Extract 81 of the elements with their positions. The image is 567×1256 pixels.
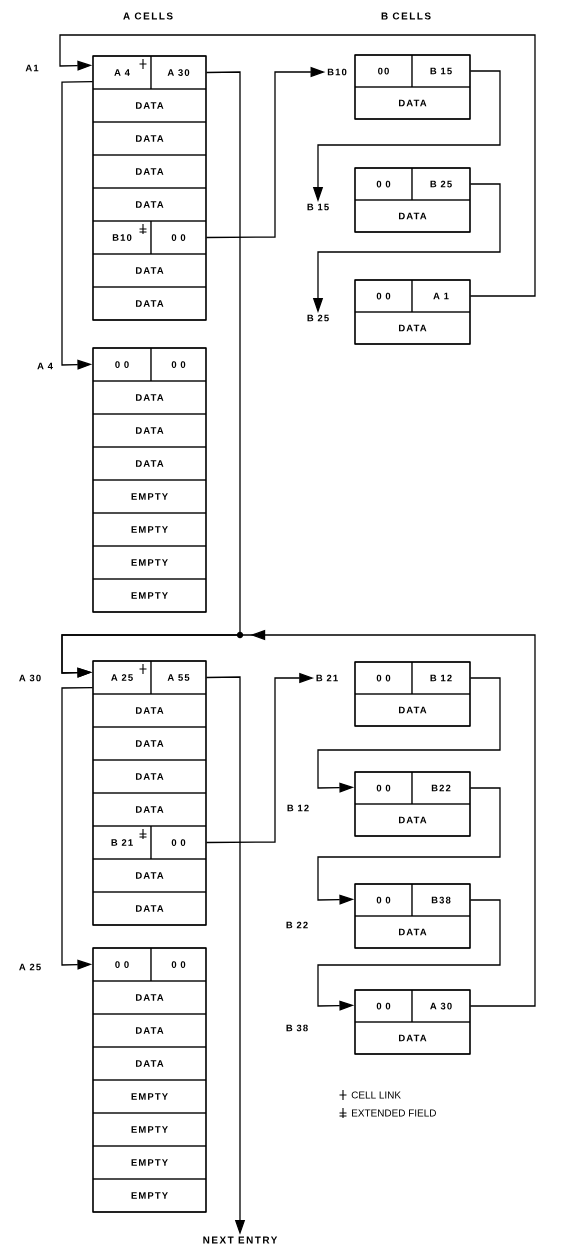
cell-field: A 30 (411, 989, 471, 1023)
cell-field: A 4 (92, 55, 152, 90)
arrow (317, 899, 501, 1011)
cell-field: 0 0 (354, 883, 413, 917)
cell-field: EMPTY (92, 512, 207, 547)
cell-field: DATA (92, 286, 207, 321)
address-label: B10 (327, 68, 347, 76)
cell-field: EMPTY (92, 1079, 207, 1114)
address-label: A 25 (19, 963, 41, 971)
arrow (59, 34, 536, 297)
cell-field: 0 0 (354, 989, 413, 1023)
legend-text: EXTENDED FIELD (352, 1109, 436, 1117)
cell-field: DATA (92, 858, 207, 893)
cell-field: A 55 (150, 660, 207, 695)
cell-field: DATA (354, 199, 471, 233)
cell-field: DATA (354, 86, 471, 120)
cell-field: DATA (92, 253, 207, 288)
cell-field: DATA (92, 1013, 207, 1048)
cell-field: B 15 (411, 54, 471, 88)
cell-field: DATA (354, 1021, 471, 1055)
cell-field: DATA (92, 88, 207, 123)
cell-field: 0 0 (150, 347, 207, 382)
cell-field: DATA (92, 154, 207, 189)
address-label: B 21 (316, 674, 338, 682)
cell-field: B38 (411, 883, 471, 917)
cell-field: EMPTY (92, 1145, 207, 1180)
address-label: B 12 (287, 804, 309, 812)
cell-field: 0 0 (354, 661, 413, 695)
cell-field: DATA (92, 726, 207, 761)
address-label: B 38 (286, 1024, 308, 1032)
column-heading: A CELLS (123, 12, 173, 20)
cell-field: EMPTY (92, 578, 207, 613)
address-label: B 15 (307, 203, 329, 211)
cell-field: DATA (354, 915, 471, 949)
cell-field: 0 0 (354, 279, 413, 313)
cell-field: DATA (354, 311, 471, 345)
arrow (317, 677, 501, 793)
cell-field: 0 0 (150, 825, 207, 860)
arrow (61, 686, 94, 970)
cell-field: B22 (411, 771, 471, 805)
cell-field: DATA (92, 980, 207, 1015)
column-heading: B CELLS (381, 12, 431, 20)
address-label: A 30 (19, 674, 41, 682)
cell-field: B10 (92, 220, 152, 255)
cell-field: DATA (92, 792, 207, 827)
address-label: B 25 (307, 314, 329, 322)
cell-field: EMPTY (92, 1112, 207, 1147)
cell-field: DATA (92, 759, 207, 794)
arrow (317, 787, 501, 905)
cell-field: B 25 (411, 167, 471, 201)
address-label: NEXT ENTRY (203, 1236, 278, 1244)
cell-field: 0 0 (150, 220, 207, 255)
legend-text: CELL LINK (351, 1091, 401, 1099)
cell-field: DATA (92, 413, 207, 448)
cell-field: B 21 (92, 825, 152, 860)
arrow (61, 80, 94, 370)
cell-field: 00 (354, 54, 413, 88)
cell-field: DATA (92, 187, 207, 222)
cell-field: B 12 (411, 661, 471, 695)
cell-field: A 30 (150, 55, 207, 90)
cell-field: DATA (92, 446, 207, 481)
cell-field: DATA (92, 380, 207, 415)
address-label: B 22 (286, 921, 308, 929)
address-label: A 4 (37, 362, 53, 370)
address-label: A1 (25, 64, 39, 72)
cell-field: DATA (354, 803, 471, 837)
cell-field: DATA (92, 1046, 207, 1081)
cell-field: DATA (92, 693, 207, 728)
cell-field: A 1 (411, 279, 471, 313)
cell-field: DATA (92, 121, 207, 156)
cell-field: 0 0 (150, 947, 207, 982)
cell-field: A 25 (92, 660, 152, 695)
cell-field: DATA (92, 891, 207, 926)
cell-field: 0 0 (354, 167, 413, 201)
cell-field: 0 0 (92, 347, 152, 382)
cell-field: EMPTY (92, 479, 207, 514)
cell-field: EMPTY (92, 1178, 207, 1213)
cell-field: EMPTY (92, 545, 207, 580)
cell-field: 0 0 (92, 947, 152, 982)
cell-field: DATA (354, 693, 471, 727)
cell-field: 0 0 (354, 771, 413, 805)
